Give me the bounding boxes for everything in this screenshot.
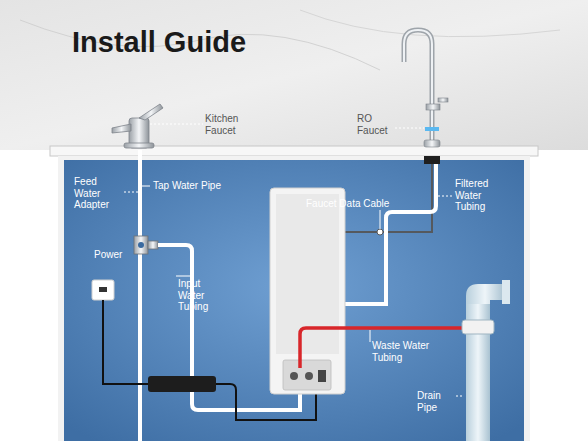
leader-line [456, 396, 464, 397]
leader-line [142, 186, 150, 187]
leader-line [438, 196, 452, 197]
leader-line [380, 210, 381, 229]
leader-line [395, 128, 424, 129]
part-label: Filtered Water Tubing [455, 178, 505, 213]
power-outlet [92, 280, 114, 300]
outlet-socket [99, 287, 107, 292]
marble-vein [20, 20, 380, 70]
leader-line [176, 276, 190, 277]
leader-line [124, 192, 138, 193]
leader-line [150, 124, 203, 125]
part-label: Waste Water Tubing [372, 340, 438, 363]
part-label: RO Faucet [357, 113, 395, 136]
part-label: Kitchen Faucet [205, 113, 247, 136]
tap-water-pipe [138, 150, 142, 441]
part-label: Tap Water Pipe [153, 180, 253, 192]
kitchen-faucet [112, 104, 163, 148]
part-label: Feed Water Adapter [74, 176, 120, 211]
ro-faucet [404, 30, 448, 147]
faucet-mount [424, 156, 440, 164]
cabinet-interior [64, 160, 524, 441]
part-label: Power [94, 249, 134, 261]
filtered-water-tubing [345, 164, 436, 304]
power-cable [103, 300, 148, 384]
power-adapter [148, 376, 216, 392]
part-label: Faucet Data Cable [306, 198, 416, 210]
cable-marker [377, 229, 383, 235]
part-label: Input Water Tubing [178, 278, 222, 313]
diagram-title: Install Guide [72, 26, 246, 59]
ro-unit [270, 188, 345, 394]
cabinet-frame [58, 156, 530, 441]
part-label: Drain Pipe [417, 390, 455, 413]
counter-edge [50, 146, 538, 156]
waste-water-tubing [300, 328, 468, 368]
wall-background [0, 0, 588, 150]
leader-line [370, 330, 371, 342]
drain-pipe [462, 280, 510, 441]
feed-water-adapter [134, 236, 158, 254]
